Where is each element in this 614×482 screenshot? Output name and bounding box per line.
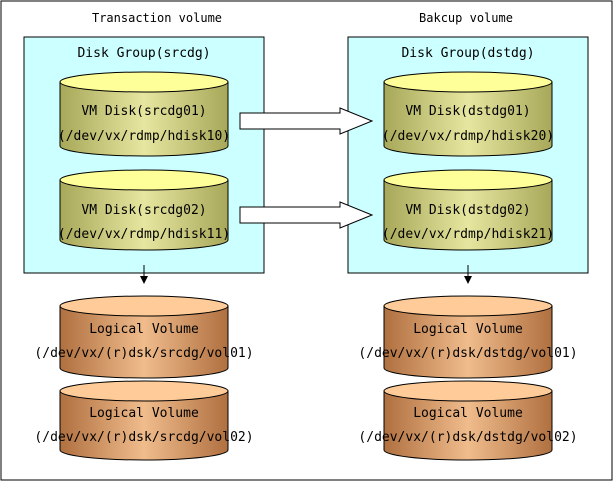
disk-group-dstdg-label: Disk Group(dstdg)	[401, 46, 534, 61]
vm-disk-dstdg01: VM Disk(dstdg01) (/dev/vx/rdmp/hdisk20)	[382, 71, 554, 157]
disk-group-srcdg-label: Disk Group(srcdg)	[77, 46, 210, 61]
logical-volume-srcdg-vol01-name: Logical Volume	[89, 322, 199, 337]
vm-disk-srcdg01-name: VM Disk(srcdg01)	[81, 104, 206, 119]
logical-volume-srcdg-vol01: Logical Volume (/dev/vx/(r)dsk/srcdg/vol…	[34, 295, 254, 379]
logical-volume-dstdg-vol01-name: Logical Volume	[413, 322, 523, 337]
vm-disk-srcdg02: VM Disk(srcdg02) (/dev/vx/rdmp/hdisk11)	[58, 169, 230, 251]
logical-volume-srcdg-vol02-name: Logical Volume	[89, 406, 199, 421]
logical-volume-srcdg-vol01-path: (/dev/vx/(r)dsk/srcdg/vol01)	[34, 346, 253, 361]
vm-disk-srcdg02-name: VM Disk(srcdg02)	[81, 203, 206, 218]
vm-disk-dstdg01-path: (/dev/vx/rdmp/hdisk20)	[382, 129, 554, 144]
logical-volume-dstdg-vol02: Logical Volume (/dev/vx/(r)dsk/dstdg/vol…	[358, 380, 578, 461]
copy-arrow-01	[239, 107, 374, 135]
logical-volume-srcdg-vol02: Logical Volume (/dev/vx/(r)dsk/srcdg/vol…	[34, 380, 254, 461]
vm-disk-dstdg02-path: (/dev/vx/rdmp/hdisk21)	[382, 227, 554, 242]
logical-volume-dstdg-vol02-path: (/dev/vx/(r)dsk/dstdg/vol02)	[358, 430, 577, 445]
vm-disk-dstdg02: VM Disk(dstdg02) (/dev/vx/rdmp/hdisk21)	[382, 169, 554, 251]
vm-disk-srcdg02-path: (/dev/vx/rdmp/hdisk11)	[58, 227, 230, 242]
logical-volume-dstdg-vol01: Logical Volume (/dev/vx/(r)dsk/dstdg/vol…	[358, 295, 578, 379]
logical-volume-dstdg-vol01-path: (/dev/vx/(r)dsk/dstdg/vol01)	[358, 346, 577, 361]
vm-disk-dstdg02-name: VM Disk(dstdg02)	[405, 203, 530, 218]
transaction-volume-title: Transaction volume	[92, 11, 222, 25]
logical-volume-srcdg-vol02-path: (/dev/vx/(r)dsk/srcdg/vol02)	[34, 430, 253, 445]
logical-volume-dstdg-vol02-name: Logical Volume	[413, 406, 523, 421]
vm-disk-srcdg01-path: (/dev/vx/rdmp/hdisk10)	[58, 129, 230, 144]
vm-disk-dstdg01-name: VM Disk(dstdg01)	[405, 104, 530, 119]
copy-arrow-02	[239, 201, 374, 229]
backup-volume-title: Bakcup volume	[419, 11, 513, 25]
vm-disk-srcdg01: VM Disk(srcdg01) (/dev/vx/rdmp/hdisk10)	[58, 71, 230, 157]
